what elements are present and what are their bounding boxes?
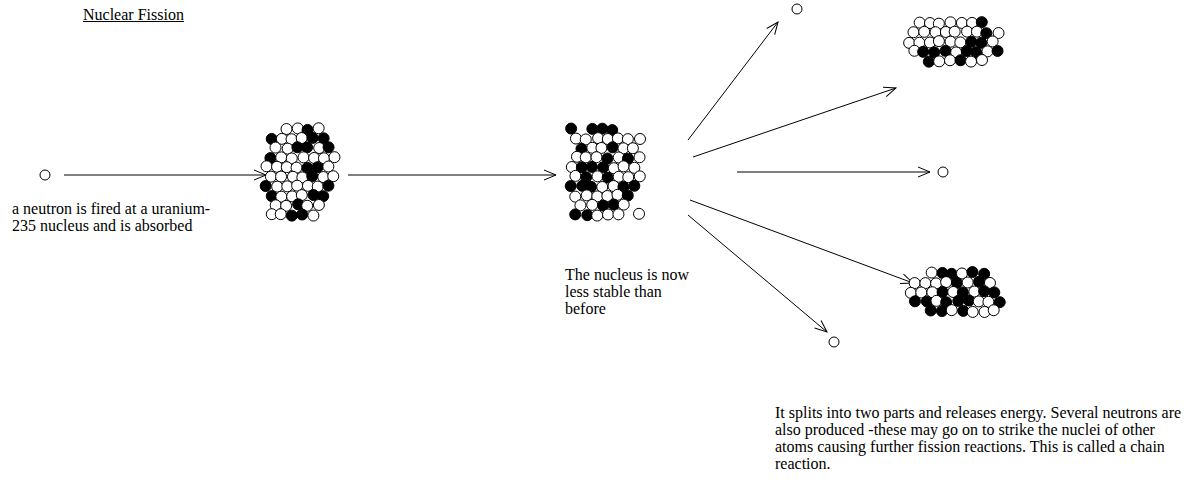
proton	[979, 286, 990, 297]
nucleon	[275, 209, 286, 220]
note-text: a neutron is fired at a uranium-235 nucl…	[12, 200, 227, 234]
nucleon	[634, 208, 645, 219]
proton	[302, 142, 313, 153]
nucleon	[908, 27, 919, 38]
flow-arrow	[688, 215, 827, 332]
proton	[607, 142, 618, 153]
nucleon	[592, 210, 603, 221]
proton	[582, 210, 593, 221]
proton	[565, 181, 576, 192]
nucleon	[635, 133, 646, 144]
nucleon	[298, 152, 309, 163]
proton	[323, 142, 334, 153]
flow-arrow	[693, 88, 896, 157]
nucleon	[977, 55, 988, 66]
proton	[925, 305, 936, 316]
proton	[963, 295, 974, 306]
nucleon	[570, 170, 581, 181]
nucleon	[949, 26, 960, 37]
diagram-title: Nuclear Fission	[83, 6, 184, 23]
nucleus	[905, 267, 1005, 318]
nucleon	[945, 55, 956, 66]
proton	[570, 209, 581, 220]
flow-arrow	[64, 175, 266, 176]
flow-arrow	[688, 22, 778, 140]
nucleon	[592, 171, 603, 182]
nucleus	[565, 123, 645, 221]
nucleon	[270, 142, 281, 153]
proton	[566, 123, 577, 134]
proton	[323, 180, 334, 191]
proton	[936, 306, 947, 317]
proton	[953, 295, 964, 306]
nucleon	[308, 210, 319, 221]
note-text: The nucleus is now less stable than befo…	[565, 266, 705, 317]
flow-arrow	[690, 200, 913, 283]
proton	[992, 45, 1003, 56]
flow-arrow	[737, 172, 930, 173]
nucleon	[934, 56, 945, 67]
flow-arrow	[348, 175, 556, 176]
nucleon	[580, 152, 591, 163]
proton	[909, 296, 920, 307]
neutron	[792, 4, 802, 14]
nucleon	[276, 171, 287, 182]
nucleus	[260, 123, 340, 221]
proton	[260, 181, 271, 192]
proton	[923, 56, 934, 67]
neutron	[829, 337, 839, 347]
nucleon	[587, 199, 598, 210]
nucleon	[946, 305, 957, 316]
nucleon	[603, 209, 614, 220]
proton	[297, 209, 308, 220]
proton	[918, 46, 929, 57]
nucleon	[618, 199, 629, 210]
neutron	[938, 167, 948, 177]
note-text: It splits into two parts and releases en…	[775, 404, 1185, 472]
nucleon	[618, 161, 629, 172]
nucleon	[313, 199, 324, 210]
nucleon	[613, 209, 624, 220]
nucleon	[966, 56, 977, 67]
nucleon	[919, 26, 930, 37]
proton	[629, 180, 640, 191]
nucleon	[282, 181, 293, 192]
nucleon	[634, 152, 645, 163]
neutron	[40, 170, 50, 180]
nucleon	[941, 277, 952, 288]
nucleon	[281, 124, 292, 135]
nucleon	[261, 161, 272, 172]
proton	[955, 55, 966, 66]
proton	[967, 267, 978, 278]
nucleon	[967, 306, 978, 317]
proton	[286, 210, 297, 221]
nucleon	[313, 123, 324, 134]
nucleon	[570, 133, 581, 144]
nucleon	[926, 267, 937, 278]
nucleon	[988, 305, 999, 316]
nucleus	[904, 17, 1004, 68]
nucleon	[931, 295, 942, 306]
nucleon	[933, 36, 944, 47]
